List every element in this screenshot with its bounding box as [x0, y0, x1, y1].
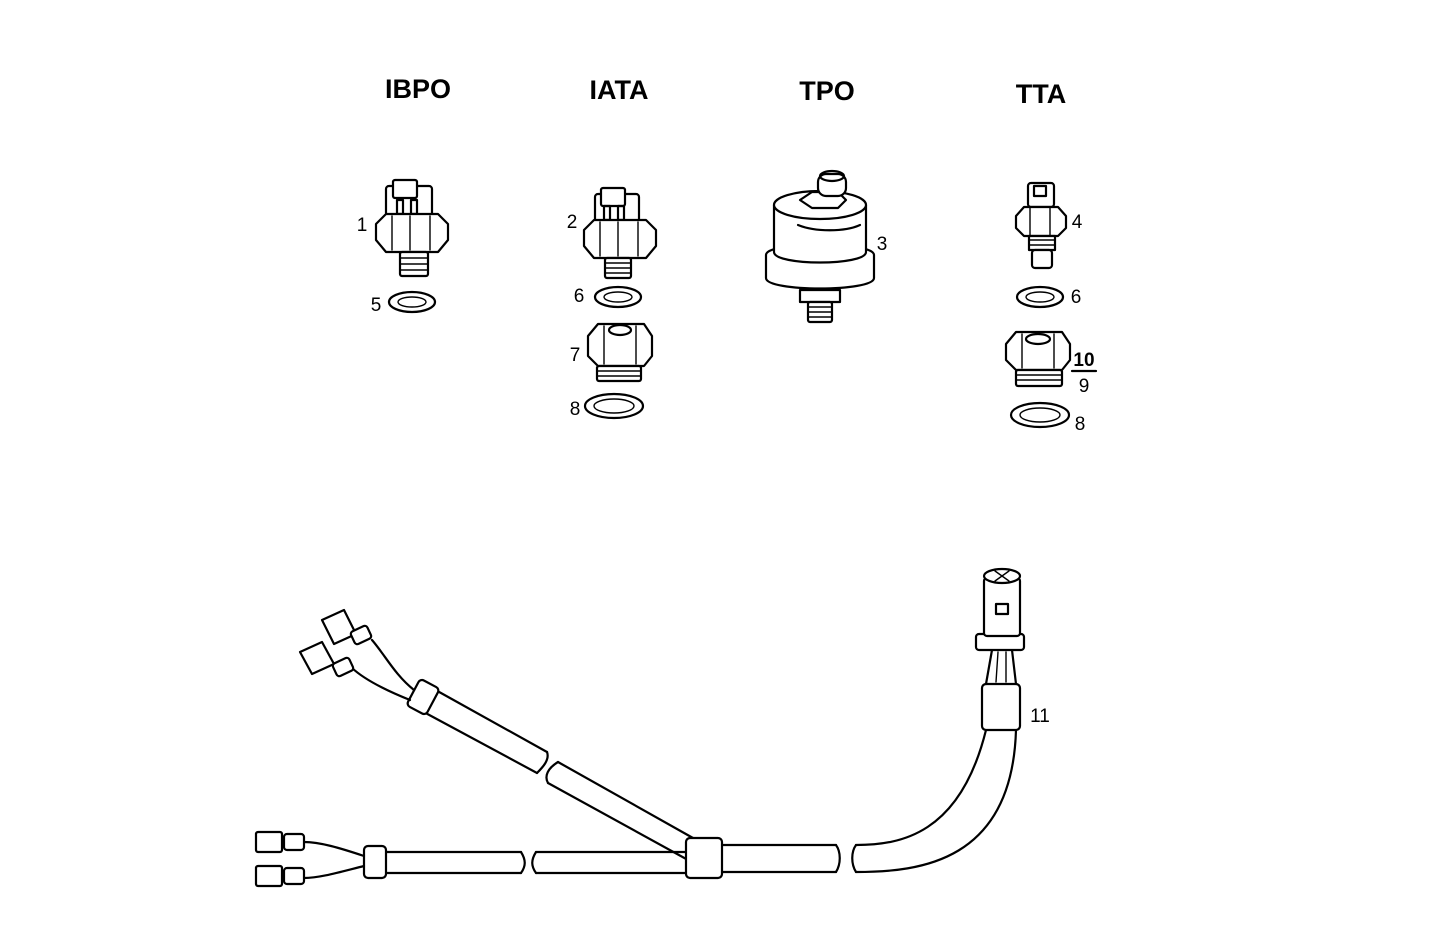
header-tpo: TPO [799, 76, 855, 106]
pressure-switch-1 [374, 178, 450, 278]
callout-3: 3 [877, 234, 888, 255]
callout-4: 4 [1072, 212, 1083, 233]
header-tta: TTA [1016, 79, 1066, 109]
callout-9: 9 [1079, 376, 1090, 397]
temperature-sender-4 [1014, 181, 1068, 270]
wiring-harness-11 [254, 567, 1026, 888]
callout-6-tta: 6 [1071, 287, 1082, 308]
callout-7: 7 [570, 345, 581, 366]
header-iata: IATA [590, 75, 649, 105]
callout-6-iata: 6 [574, 286, 585, 307]
callout-10: 10 [1073, 350, 1094, 371]
callout-2: 2 [567, 212, 578, 233]
callout-8-iata: 8 [570, 399, 581, 420]
header-ibpo: IBPO [385, 74, 451, 104]
callout-1: 1 [357, 215, 368, 236]
callout-11: 11 [1030, 706, 1050, 727]
callout-5: 5 [371, 295, 382, 316]
adapter-9-10 [1004, 330, 1072, 388]
adapter-7 [586, 322, 654, 383]
callout-8-tta: 8 [1075, 414, 1086, 435]
washer-6-iata [593, 285, 643, 309]
washer-5 [387, 290, 437, 314]
washer-8-iata [583, 392, 645, 420]
washer-8-tta [1009, 401, 1071, 429]
pressure-switch-2 [582, 186, 658, 280]
pressure-sender-3 [764, 169, 876, 324]
washer-6-tta [1015, 285, 1065, 309]
